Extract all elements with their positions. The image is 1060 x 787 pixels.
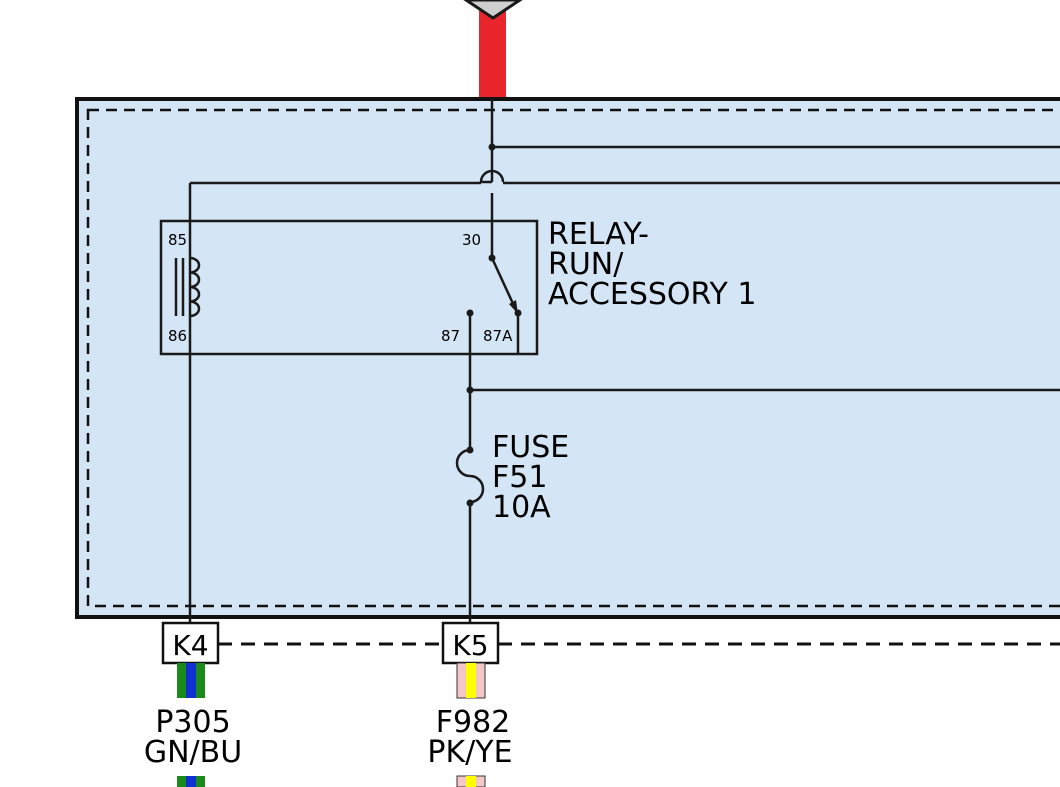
color-code-k5: PK/YE (427, 735, 512, 770)
junction-dot (466, 446, 474, 454)
relay-title-line-3: ACCESSORY 1 (548, 277, 756, 312)
relay-pin-30: 30 (462, 231, 481, 249)
relay-coil-icon (174, 256, 201, 318)
relay-title-line-1: RELAY- (548, 217, 649, 252)
relay-box (159, 219, 539, 356)
relay-pin-87a: 87A (483, 327, 513, 345)
color-code-k4: GN/BU (144, 735, 242, 770)
connector-k5-label: K5 (452, 629, 488, 662)
circuit-label-k5: F982 (436, 705, 511, 740)
junction-dot (466, 309, 474, 317)
fuse-label-line-1: FUSE (492, 430, 569, 465)
connector-k4-label: K4 (172, 629, 208, 662)
wire-stripe-k4-bottom-inner (186, 776, 196, 787)
module-inner-boundary (86, 108, 1060, 608)
wire-crossover (479, 169, 505, 184)
relay-switch-arm (490, 257, 517, 309)
wire-stripe-k5-bottom-inner (466, 776, 476, 787)
module-box (75, 97, 1060, 619)
connector-k5-box (441, 621, 500, 665)
junction-dot (466, 386, 474, 394)
relay-pin-86: 86 (168, 327, 187, 345)
junction-dot (488, 254, 496, 262)
relay-title-line-2: RUN/ (548, 247, 624, 282)
fuse-label-line-3: 10A (492, 490, 551, 525)
junction-dot (514, 309, 522, 317)
relay-pin-87: 87 (441, 327, 460, 345)
circuit-label-k4: P305 (155, 705, 230, 740)
feed-connector-icon (463, 0, 523, 20)
junction-dot (466, 499, 474, 507)
relay-pin-85: 85 (168, 231, 187, 249)
wire-stripe-k4-top-inner (186, 663, 196, 698)
fuse-icon (455, 448, 485, 504)
connector-k4-box (161, 621, 220, 665)
junction-dot (488, 143, 496, 151)
wire-stripe-k5-top-inner (466, 663, 476, 698)
fuse-label-line-2: F51 (492, 460, 547, 495)
